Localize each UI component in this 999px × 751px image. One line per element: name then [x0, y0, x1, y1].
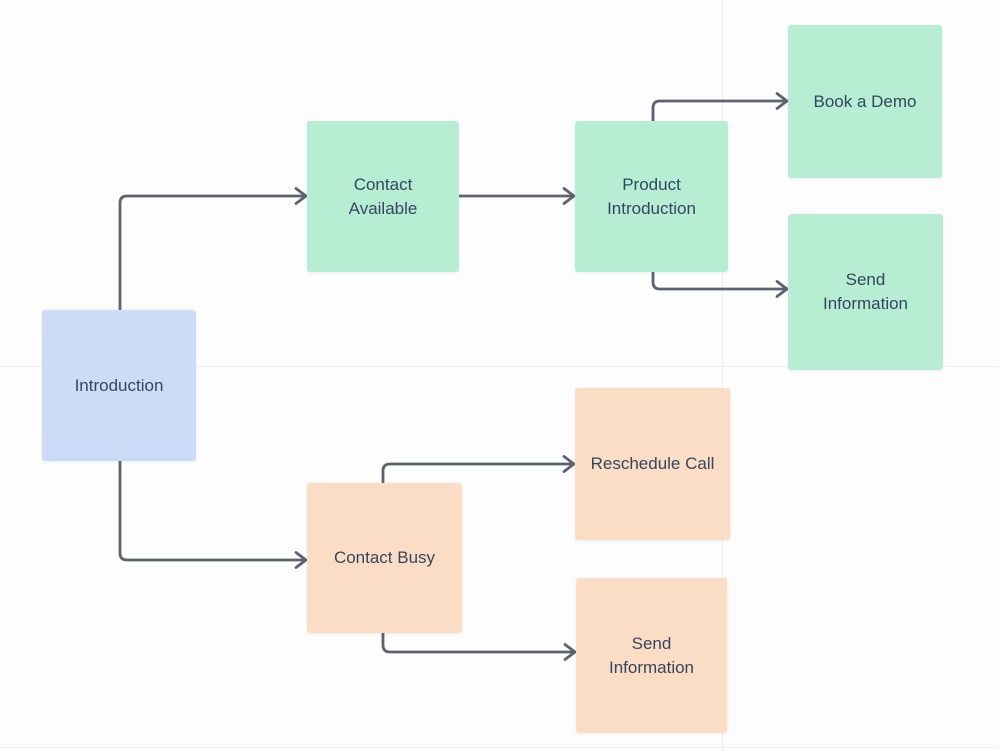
- edge-contact-busy-send-information[interactable]: [381, 633, 577, 661]
- node-send-information-bottom[interactable]: Send Information: [576, 578, 727, 733]
- node-product-introduction[interactable]: Product Introduction: [575, 121, 728, 272]
- node-label: Contact Available: [348, 174, 418, 218]
- node-label: Introduction: [74, 375, 164, 395]
- arrowhead-icon: [294, 551, 308, 569]
- edge-contact-available-product-introduction[interactable]: [459, 187, 576, 205]
- arrowhead-icon: [563, 643, 577, 661]
- canvas-gridline-horizontal: [0, 366, 999, 367]
- arrowhead-icon: [775, 280, 789, 298]
- arrowhead-icon: [294, 187, 308, 205]
- canvas-gridline-vertical: [722, 0, 723, 751]
- edge-introduction-contact-busy[interactable]: [118, 461, 308, 569]
- node-contact-available[interactable]: Contact Available: [307, 121, 459, 272]
- edge-introduction-contact-available[interactable]: [118, 187, 308, 311]
- node-book-a-demo[interactable]: Book a Demo: [788, 25, 942, 178]
- node-label: Book a Demo: [813, 91, 917, 111]
- edge-contact-busy-reschedule-call[interactable]: [381, 455, 576, 484]
- arrowhead-icon: [562, 187, 576, 205]
- node-contact-busy[interactable]: Contact Busy: [307, 483, 462, 633]
- node-send-information-top[interactable]: Send Information: [788, 214, 943, 370]
- edge-product-introduction-book-a-demo[interactable]: [651, 92, 789, 122]
- node-label: Send Information: [608, 633, 695, 677]
- node-introduction[interactable]: Introduction: [42, 310, 196, 461]
- arrowhead-icon: [562, 455, 576, 473]
- node-label: Reschedule Call: [590, 454, 715, 474]
- node-reschedule-call[interactable]: Reschedule Call: [575, 388, 730, 540]
- edge-product-introduction-send-information[interactable]: [651, 272, 789, 298]
- node-label: Product Introduction: [607, 174, 696, 218]
- arrowhead-icon: [775, 92, 789, 110]
- canvas-gridline-horizontal: [0, 747, 999, 748]
- node-label: Contact Busy: [333, 548, 436, 568]
- node-label: Send Information: [822, 270, 909, 313]
